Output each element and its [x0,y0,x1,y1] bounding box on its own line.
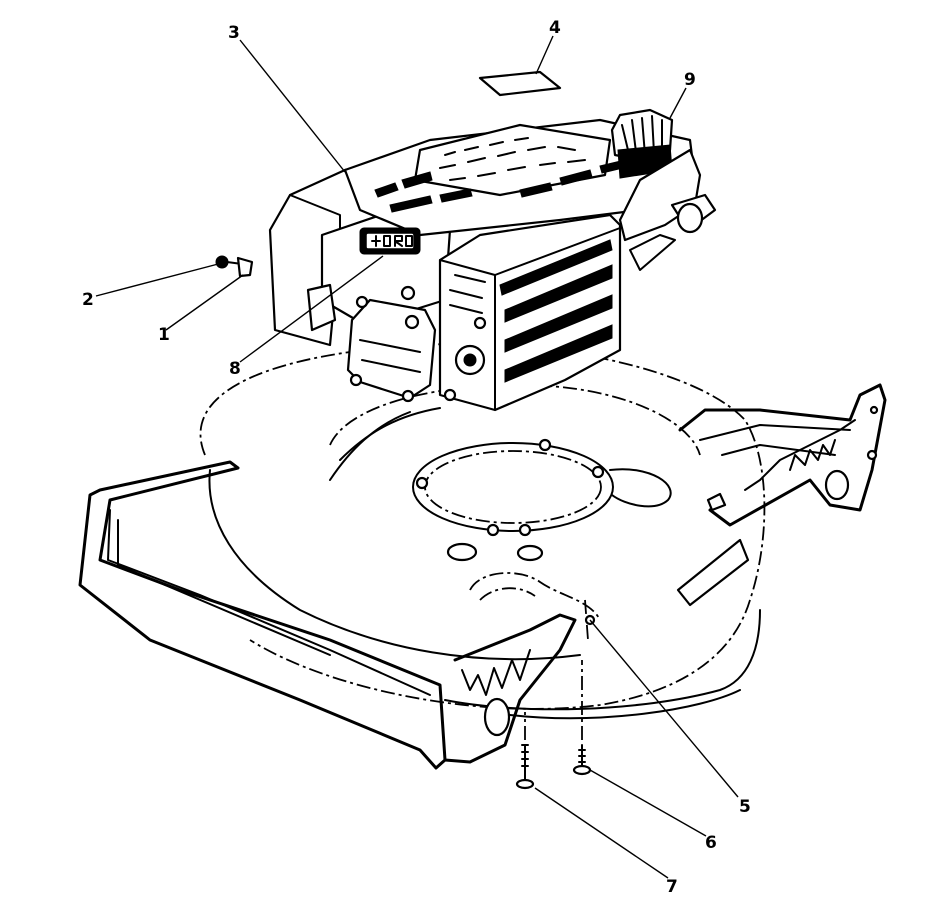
deck-bolts [515,599,596,790]
callout-5: 5 [739,797,751,817]
callout-3: 3 [228,23,240,43]
callout-4: 4 [549,18,561,38]
screw-and-clip [215,255,254,278]
callout-1: 1 [158,325,170,345]
engine [268,108,717,412]
right-bumper-bracket [678,383,887,527]
leader-lines [95,35,739,879]
starter-housing [438,213,622,412]
callout-9: 9 [684,70,696,90]
callout-8: 8 [229,359,241,379]
callout-2: 2 [82,290,94,310]
callout-6: 6 [705,833,717,853]
callout-7: 7 [666,877,678,897]
decal-part [478,70,562,97]
left-bumper-bracket [78,460,577,770]
callout-labels: 3 4 9 2 1 8 5 6 7 [82,18,751,897]
